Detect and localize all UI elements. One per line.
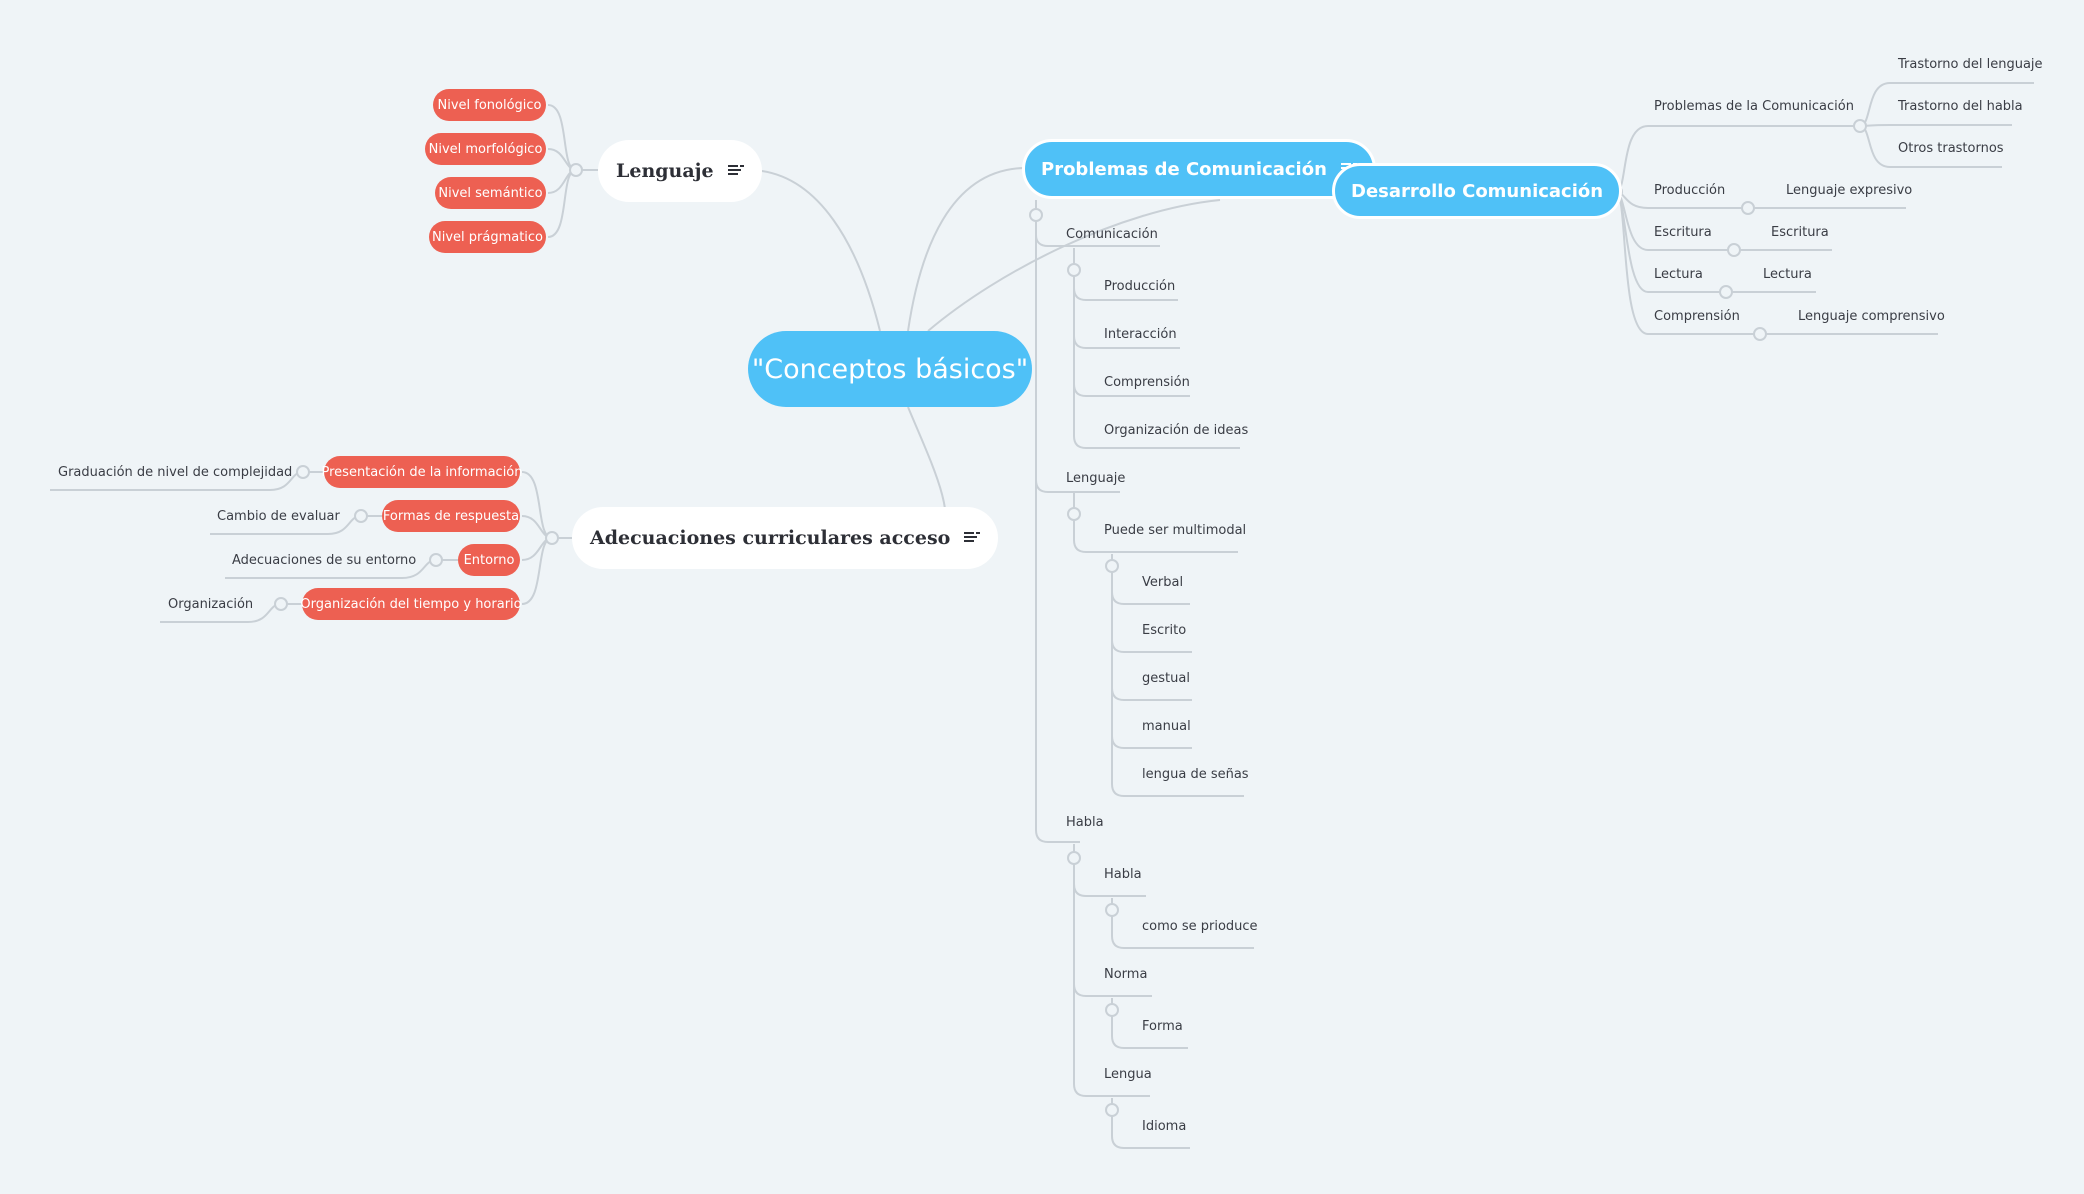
text-desarrollo-comprension[interactable]: Comprensión [1654,309,1740,324]
text-desarrollo-escritura[interactable]: Escritura [1654,225,1712,240]
text-idioma[interactable]: Idioma [1142,1119,1187,1134]
text-lectura-child[interactable]: Lectura [1763,267,1812,282]
text-gestual[interactable]: gestual [1142,671,1190,686]
pill-nivel-fonologico[interactable]: Nivel fonológico [433,89,546,121]
text-problemas-comunicacion[interactable]: Problemas de la Comunicación [1654,99,1854,114]
pill-organizacion-tiempo[interactable]: Organización del tiempo y horario [300,588,522,620]
central-topic[interactable]: "Conceptos básicos" [748,331,1032,407]
topic-problemas-comunicacion[interactable]: Problemas de Comunicación [1022,139,1376,199]
topic-adecuaciones[interactable]: Adecuaciones curriculares acceso [572,507,999,569]
text-desarrollo-lectura[interactable]: Lectura [1654,267,1703,282]
notes-icon[interactable] [964,531,981,545]
text-interaccion[interactable]: Interacción [1104,327,1177,342]
text-lengua-senas[interactable]: lengua de señas [1142,767,1249,782]
text-produccion[interactable]: Producción [1104,279,1176,294]
text-lenguaje-expresivo[interactable]: Lenguaje expresivo [1786,183,1913,198]
text-otros-trastornos[interactable]: Otros trastornos [1898,141,2004,156]
text-habla[interactable]: Habla [1066,815,1104,830]
pill-nivel-morfologico[interactable]: Nivel morfológico [425,133,546,165]
text-trastorno-habla[interactable]: Trastorno del habla [1898,99,2023,114]
topic-lenguaje-label: Lenguaje [616,160,714,182]
topic-adecuaciones-label: Adecuaciones curriculares acceso [590,527,951,549]
text-escrito[interactable]: Escrito [1142,623,1187,638]
text-como-se-produce[interactable]: como se prioduce [1142,919,1258,934]
text-comprension[interactable]: Comprensión [1104,375,1190,390]
text-lengua[interactable]: Lengua [1104,1067,1152,1082]
pill-presentacion[interactable]: Presentación de la información [322,456,523,488]
text-comunicacion[interactable]: Comunicación [1066,227,1158,242]
text-trastorno-lenguaje[interactable]: Trastorno del lenguaje [1898,57,2043,72]
pill-entorno[interactable]: Entorno [458,544,520,576]
text-desarrollo-produccion[interactable]: Producción [1654,183,1726,198]
text-verbal[interactable]: Verbal [1142,575,1184,590]
topic-desarrollo-label: Desarrollo Comunicación [1351,180,1604,202]
text-adecuaciones-entorno[interactable]: Adecuaciones de su entorno [232,553,417,568]
text-graduacion[interactable]: Graduación de nivel de complejidad [58,465,293,480]
pill-formas-respuesta[interactable]: Formas de respuesta [382,500,520,532]
text-lenguaje[interactable]: Lenguaje [1066,471,1126,486]
text-forma[interactable]: Forma [1142,1019,1183,1034]
text-lenguaje-comprensivo[interactable]: Lenguaje comprensivo [1798,309,1945,324]
text-organizacion[interactable]: Organización [168,597,254,612]
notes-icon[interactable] [727,164,744,178]
text-organizacion-ideas[interactable]: Organización de ideas [1104,423,1249,438]
text-cambio-evaluar[interactable]: Cambio de evaluar [217,509,340,524]
topic-lenguaje[interactable]: Lenguaje [598,140,762,202]
text-manual[interactable]: manual [1142,719,1191,734]
text-multimodal[interactable]: Puede ser multimodal [1104,523,1247,538]
topic-problemas-label: Problemas de Comunicación [1041,158,1327,180]
pill-nivel-pragmatico[interactable]: Nivel prágmatico [429,221,546,253]
text-norma[interactable]: Norma [1104,967,1148,982]
topic-desarrollo-comunicacion[interactable]: Desarrollo Comunicación [1332,163,1623,219]
text-escritura-child[interactable]: Escritura [1771,225,1829,240]
pill-nivel-semantico[interactable]: Nivel semántico [435,177,546,209]
text-habla-sub[interactable]: Habla [1104,867,1142,882]
